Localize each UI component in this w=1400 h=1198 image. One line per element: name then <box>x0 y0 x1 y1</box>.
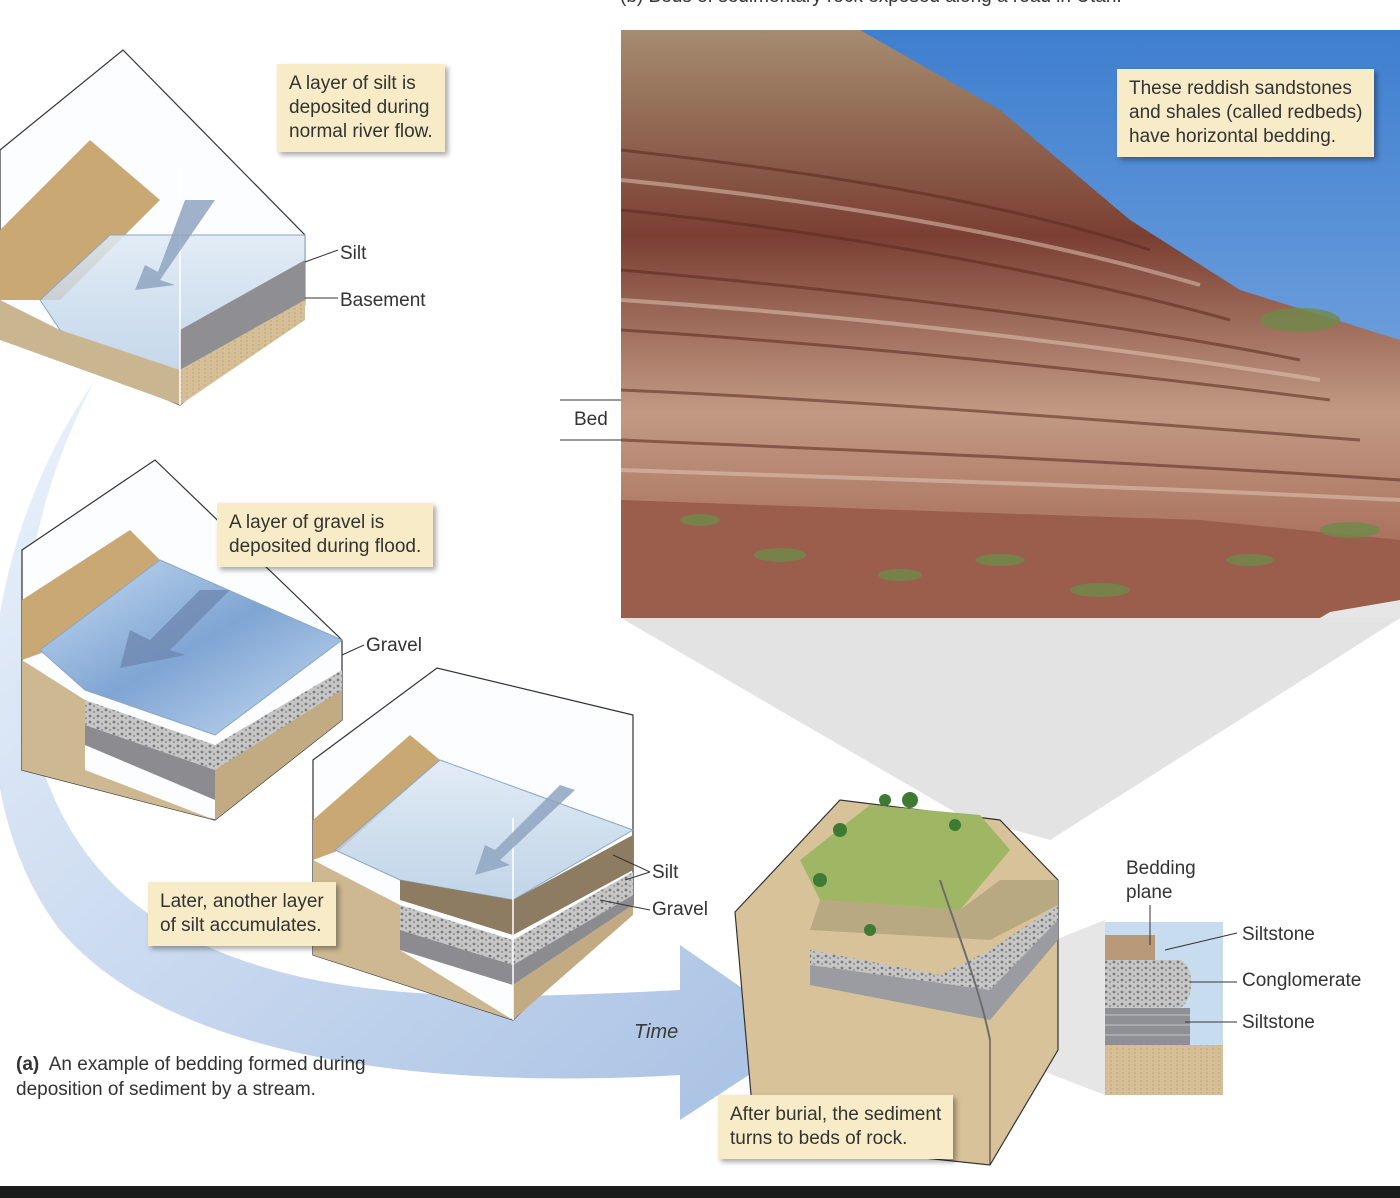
block-rock-beds <box>734 792 1059 1166</box>
redbeds-photo <box>560 30 1400 618</box>
footer-bar <box>0 1186 1400 1198</box>
callout-gravel-deposit: A layer of gravel is deposited during fl… <box>217 503 434 567</box>
part-a-caption: (a) An example of bedding formed during … <box>16 1052 366 1102</box>
callout-burial: After burial, the sediment turns to beds… <box>718 1095 954 1159</box>
time-label: Time <box>634 1021 679 1043</box>
label-block3-gravel: Gravel <box>652 899 708 920</box>
zoom-wedge <box>621 618 1400 840</box>
label-siltstone-top: Siltstone <box>1242 924 1315 945</box>
part-a-caption-text: An example of bedding formed during depo… <box>16 1054 366 1100</box>
block-silt-accumulates <box>312 667 651 1021</box>
label-bed: Bed <box>574 409 608 430</box>
callout-silt-later: Later, another layer of silt accumulates… <box>148 882 336 946</box>
label-bedding-plane: Bedding plane <box>1126 858 1196 903</box>
part-a-caption-label: (a) <box>16 1054 40 1075</box>
label-block2-gravel: Gravel <box>366 635 422 656</box>
block-gravel-deposition <box>21 459 365 821</box>
label-conglomerate: Conglomerate <box>1242 970 1362 991</box>
label-block3-silt: Silt <box>652 862 679 883</box>
part-b-title: (b) Beds of sedimentary rock exposed alo… <box>620 0 1122 8</box>
callout-redbeds: These reddish sandstones and shales (cal… <box>1117 69 1375 157</box>
callout-silt-deposit: A layer of silt is deposited during norm… <box>277 64 445 152</box>
bedding-plane-inset <box>1105 905 1238 1095</box>
block-silt-deposition <box>0 49 339 406</box>
label-siltstone-bottom: Siltstone <box>1242 1012 1315 1033</box>
label-block1-basement: Basement <box>340 290 426 311</box>
label-block1-silt: Silt <box>340 243 367 264</box>
time-arc <box>0 380 810 1120</box>
